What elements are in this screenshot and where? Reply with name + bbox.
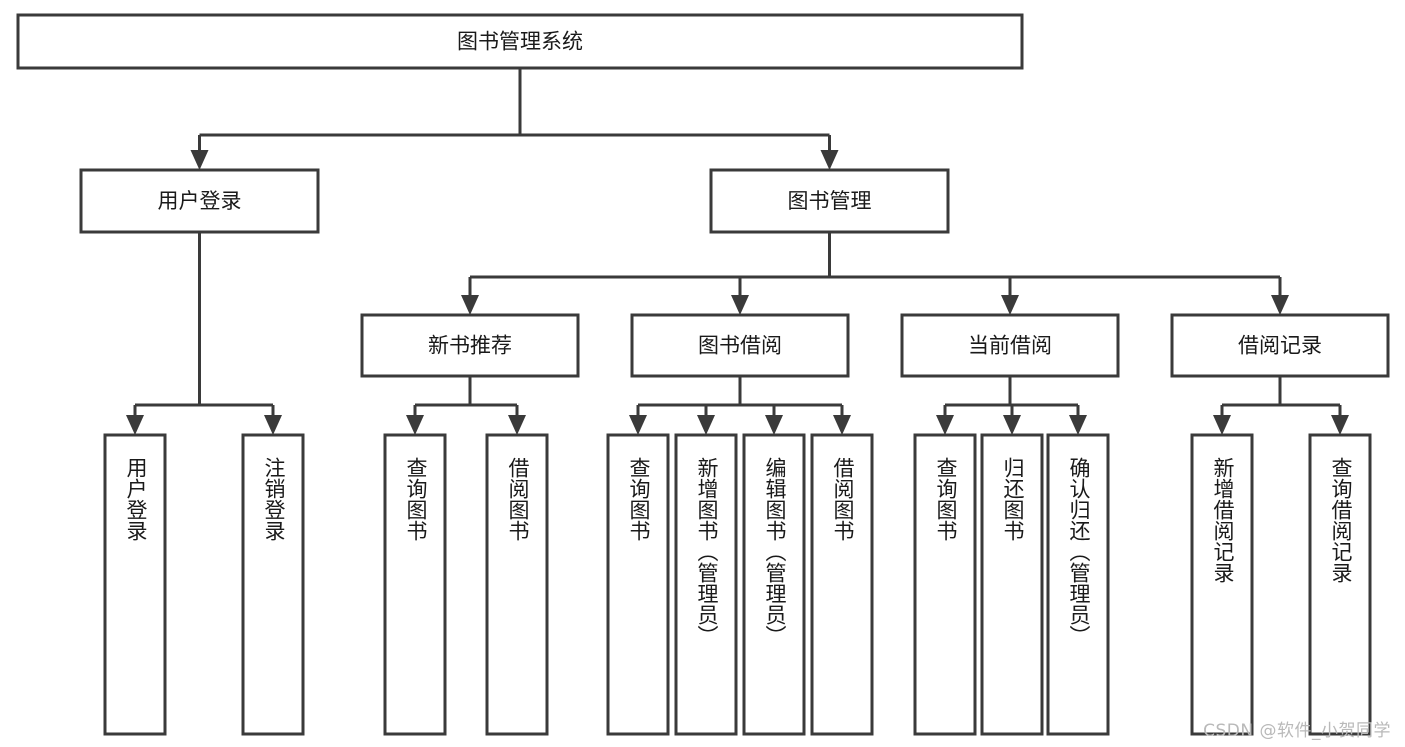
node-rect [1190,433,1254,736]
arrow-head-icon [1003,415,1021,435]
node-rect [16,13,1024,70]
node-label: 新增借阅记录 [1211,457,1235,583]
node-confirm-return-admin[interactable]: 确认归还（管理员） [1046,433,1110,736]
node-user-login-leaf[interactable]: 用户登录 [103,433,167,736]
node-new-book-recommend[interactable]: 新书推荐 [360,313,580,378]
node-rect [630,313,850,378]
arrow-head-icon [1001,295,1019,315]
node-rect [1170,313,1390,378]
node-label: 图书借阅 [698,334,782,358]
node-borrow-books-1[interactable]: 借阅图书 [485,433,549,736]
node-label: 查询借阅记录 [1329,457,1353,583]
node-label: 用户登录 [124,457,148,541]
node-rect [900,313,1120,378]
arrow-head-icon [1271,295,1289,315]
node-label: 编辑图书（管理员） [763,457,787,646]
node-label: 借阅图书 [506,457,530,541]
arrow-head-icon [833,415,851,435]
arrow-head-icon [697,415,715,435]
node-label: 借阅记录 [1238,334,1322,358]
node-rect [674,433,738,736]
arrow-head-icon [508,415,526,435]
node-current-borrow[interactable]: 当前借阅 [900,313,1120,378]
node-label: 注销登录 [262,457,286,541]
arrow-head-icon [629,415,647,435]
node-edit-book-admin[interactable]: 编辑图书（管理员） [742,433,806,736]
node-rect [383,433,447,736]
node-label: 查询图书 [934,457,958,541]
node-rect [241,433,305,736]
arrow-head-icon [1069,415,1087,435]
node-rect [606,433,670,736]
node-book-management[interactable]: 图书管理 [709,168,950,234]
node-user-logout-leaf[interactable]: 注销登录 [241,433,305,736]
node-label: 图书管理系统 [457,30,583,54]
node-rect [810,433,874,736]
node-add-book-admin[interactable]: 新增图书（管理员） [674,433,738,736]
node-book-borrow[interactable]: 图书借阅 [630,313,850,378]
node-query-borrow-record[interactable]: 查询借阅记录 [1308,433,1372,736]
node-rect [980,433,1044,736]
node-label: 新增图书（管理员） [695,457,719,646]
node-label: 图书管理 [788,189,872,213]
node-rect [485,433,549,736]
arrow-head-icon [126,415,144,435]
node-borrow-records[interactable]: 借阅记录 [1170,313,1390,378]
node-root[interactable]: 图书管理系统 [16,13,1024,70]
node-label: 用户登录 [158,189,242,213]
node-user-login[interactable]: 用户登录 [79,168,320,234]
node-rect [360,313,580,378]
arrow-head-icon [1213,415,1231,435]
arrow-head-icon [1331,415,1349,435]
node-rect [913,433,977,736]
arrow-head-icon [936,415,954,435]
node-label: 归还图书 [1001,457,1025,541]
node-label: 查询图书 [404,457,428,541]
node-add-borrow-record[interactable]: 新增借阅记录 [1190,433,1254,736]
arrow-head-icon [820,150,839,170]
node-rect [103,433,167,736]
node-label: 确认归还（管理员） [1067,457,1091,646]
node-label: 当前借阅 [968,334,1052,358]
node-rect [742,433,806,736]
arrow-head-icon [406,415,424,435]
arrow-head-icon [190,150,209,170]
node-rect [1308,433,1372,736]
node-borrow-books-2[interactable]: 借阅图书 [810,433,874,736]
node-label: 借阅图书 [831,457,855,541]
node-query-books-3[interactable]: 查询图书 [913,433,977,736]
node-return-books[interactable]: 归还图书 [980,433,1044,736]
node-label: 新书推荐 [428,334,512,358]
node-query-books-1[interactable]: 查询图书 [383,433,447,736]
node-query-books-2[interactable]: 查询图书 [606,433,670,736]
arrow-head-icon [731,295,749,315]
node-label: 查询图书 [627,457,651,541]
node-rect [1046,433,1110,736]
arrow-head-icon [461,295,479,315]
arrow-head-icon [264,415,282,435]
arrow-head-icon [765,415,783,435]
